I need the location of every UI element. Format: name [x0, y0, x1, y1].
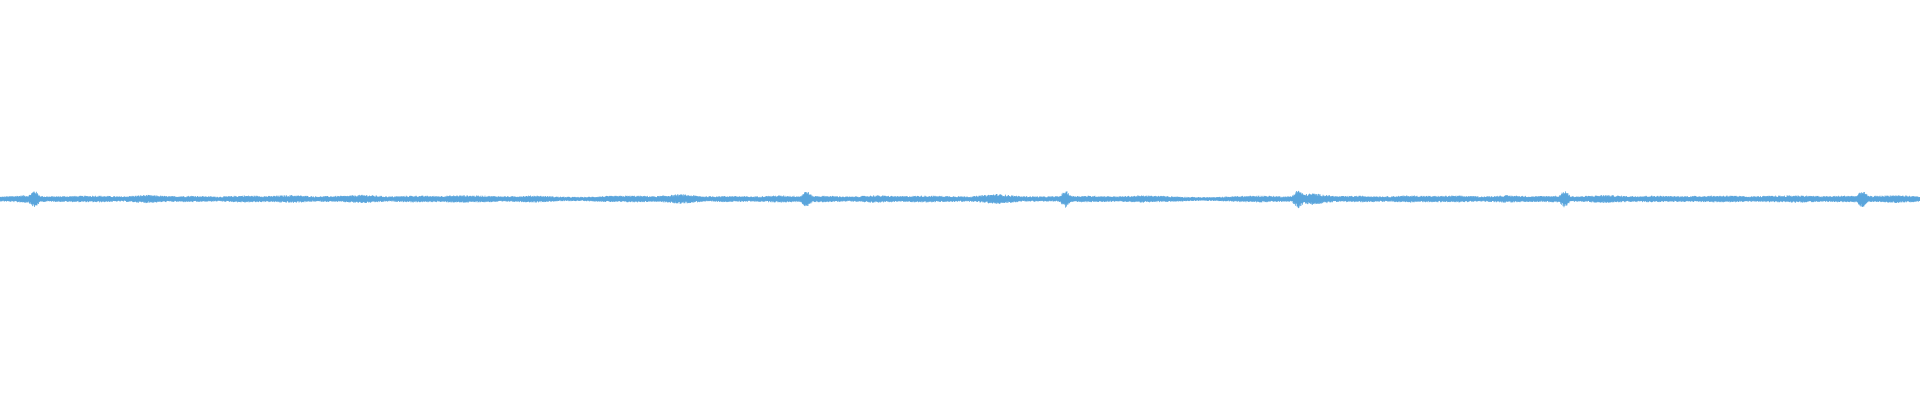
waveform-svg: [0, 190, 1920, 209]
